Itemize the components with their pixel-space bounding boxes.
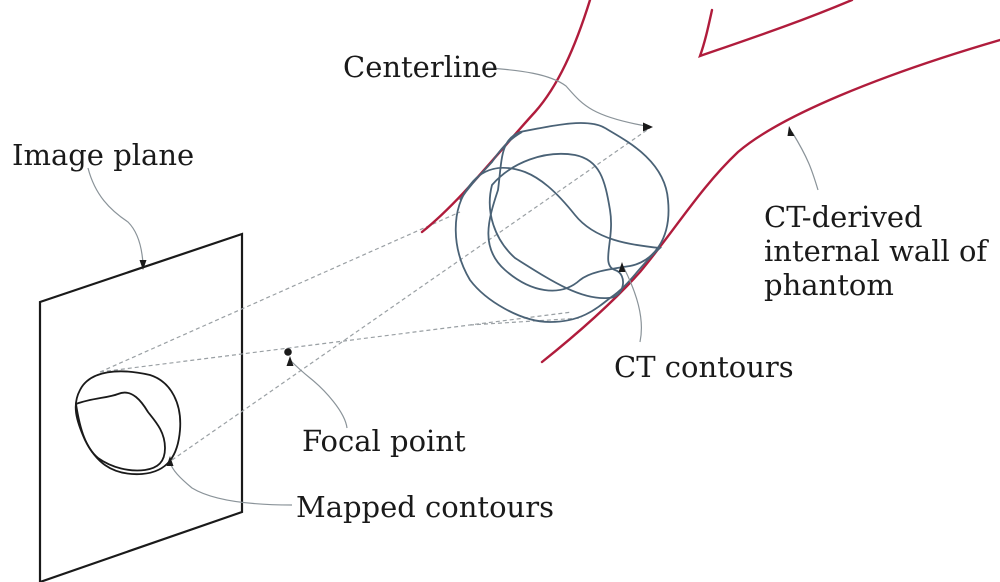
ct-contour-3: [454, 166, 663, 323]
label-image-plane: Image plane: [12, 138, 195, 172]
arrowhead-image-plane: [139, 260, 147, 270]
arrowhead-centerline: [643, 122, 653, 132]
ct-contour-4: [459, 131, 523, 201]
projection-line-inner: [469, 317, 583, 326]
leader-image-plane: [87, 167, 144, 265]
phantom-branch: [698, 0, 854, 58]
mapped-contours: [74, 370, 182, 475]
arrowhead-focal-point: [286, 356, 294, 366]
projection-line-lower: [99, 311, 573, 373]
label-ct-wall-line-1: CT-derived: [764, 200, 923, 234]
arrowhead-mapped-contours: [166, 456, 174, 466]
image-plane: [38, 232, 244, 582]
label-ct-wall: CT-derived internal wall of phantom: [764, 200, 987, 302]
arrowheads: [139, 122, 795, 466]
label-centerline: Centerline: [343, 50, 499, 84]
ct-contour-1: [487, 122, 670, 292]
label-ct-wall-line-2: internal wall of: [764, 234, 988, 268]
ct-contour-2: [488, 153, 624, 299]
projection-line-centerline: [171, 127, 651, 461]
leader-ct-wall: [791, 131, 819, 191]
arrowhead-ct-contours: [618, 262, 626, 272]
leader-lines: [87, 67, 819, 506]
mapped-contour-1: [74, 370, 182, 475]
mapped-contour-2: [74, 391, 166, 472]
phantom-wall-right: [540, 38, 1000, 364]
leader-focal-point: [289, 359, 348, 429]
label-ct-wall-line-3: phantom: [764, 268, 894, 302]
label-focal-point: Focal point: [302, 424, 466, 458]
leader-mapped-contours: [169, 461, 293, 506]
leader-ct-contours: [623, 267, 642, 343]
ct-contours: [454, 122, 670, 323]
leader-centerline: [486, 67, 647, 127]
phantom-wall-left: [420, 0, 592, 234]
projection-lines: [99, 127, 651, 461]
arrowhead-ct-wall: [787, 126, 795, 136]
phantom-wall: [420, 0, 1000, 364]
projection-line-upper: [99, 211, 461, 373]
focal-point-dot: [284, 348, 292, 356]
label-mapped-contours: Mapped contours: [296, 490, 554, 524]
label-ct-contours: CT contours: [614, 350, 794, 384]
